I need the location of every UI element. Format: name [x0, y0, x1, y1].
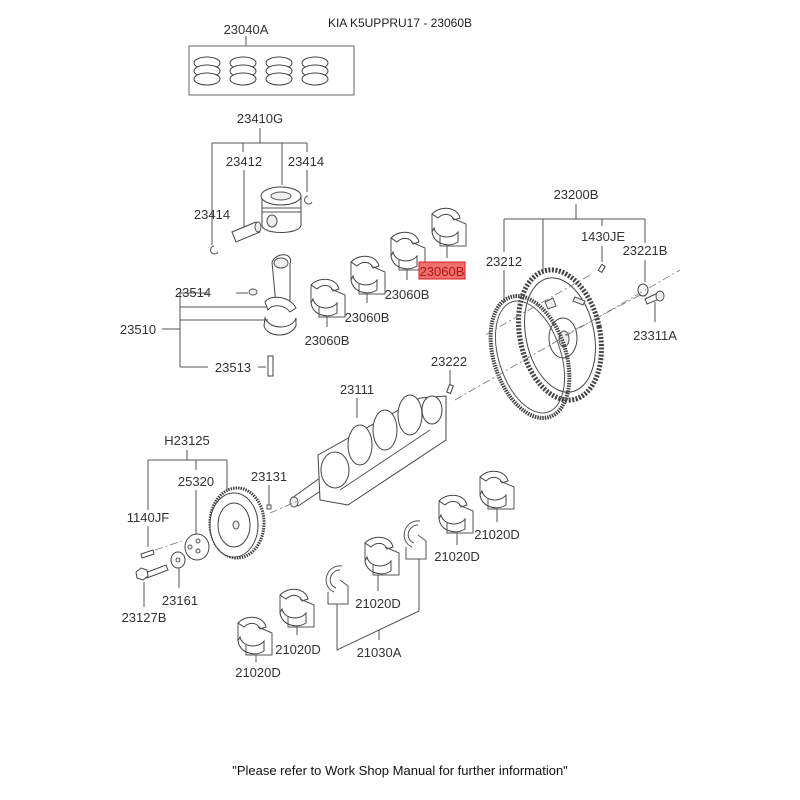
clip-right[interactable] [304, 195, 313, 205]
label-thrust-washer[interactable]: 21030A [357, 645, 402, 660]
dowel-pin[interactable] [597, 263, 606, 274]
damper-pulley[interactable] [208, 486, 266, 560]
label-flywheel-washer[interactable]: 23221B [623, 243, 668, 258]
pulley-bolt[interactable] [135, 564, 169, 581]
piston[interactable] [260, 186, 302, 233]
clip-left[interactable] [210, 245, 219, 255]
label-rod-nut[interactable]: 23514 [175, 285, 211, 300]
rod-nut[interactable] [248, 288, 258, 296]
label-clip-left[interactable]: 23414 [194, 207, 230, 222]
flywheel-bolt[interactable] [644, 290, 665, 305]
highlighted-part-label[interactable]: 23060B [418, 261, 466, 280]
damper-hub[interactable] [184, 533, 210, 561]
label-main-bearing-5[interactable]: 21020D [474, 527, 520, 542]
label-rod-assy[interactable]: 23510 [120, 322, 156, 337]
label-ring-gear[interactable]: 23212 [486, 254, 522, 269]
label-piston-pin[interactable]: 23412 [226, 154, 262, 169]
label-main-bearing-2[interactable]: 21020D [275, 642, 321, 657]
rod-bolt[interactable] [267, 355, 274, 377]
label-rod-bearing-4[interactable]: 23060B [420, 264, 465, 279]
label-flywheel-assy[interactable]: 23200B [554, 187, 599, 202]
flywheel-washer[interactable] [637, 283, 649, 297]
damper-bolt[interactable] [140, 549, 155, 559]
main-bearing-1[interactable] [237, 616, 273, 656]
main-bearing-3[interactable] [364, 536, 400, 576]
diagram-title: KIA K5UPPRU17 - 23060B [327, 16, 473, 30]
label-piston-assy[interactable]: 23410G [237, 111, 283, 126]
main-bearing-5[interactable] [479, 470, 515, 510]
label-damper-bolt[interactable]: 1140JF [127, 510, 169, 525]
label-rod-bolt[interactable]: 23513 [215, 360, 251, 375]
rod-bearing-4[interactable] [431, 207, 467, 247]
label-main-bearing-3[interactable]: 21020D [355, 596, 401, 611]
label-damper-assy[interactable]: H23125 [164, 433, 210, 448]
label-damper-hub[interactable]: 25320 [178, 474, 214, 489]
label-rod-bearing-1[interactable]: 23060B [305, 333, 350, 348]
main-bearing-4[interactable] [438, 494, 474, 534]
label-crank-pin[interactable]: 23222 [431, 354, 467, 369]
label-rod-bearing-2[interactable]: 23060B [345, 310, 390, 325]
thrust-washer-1[interactable] [325, 565, 349, 605]
piston-ring-set[interactable] [188, 36, 355, 96]
label-ring-set[interactable]: 23040A [224, 22, 269, 37]
label-crankshaft[interactable]: 23111 [340, 382, 374, 397]
crankshaft[interactable] [289, 394, 447, 508]
label-rod-bearing-3[interactable]: 23060B [385, 287, 430, 302]
piston-pin[interactable] [231, 221, 262, 243]
label-dowel-pin[interactable]: 1430JE [581, 229, 625, 244]
connecting-rod[interactable] [263, 254, 297, 336]
label-clip-right[interactable]: 23414 [288, 154, 324, 169]
label-main-bearing-4[interactable]: 21020D [434, 549, 480, 564]
thrust-washer-2[interactable] [403, 520, 427, 560]
crank-pin[interactable] [446, 383, 454, 395]
label-washer[interactable]: 23161 [162, 593, 198, 608]
key[interactable] [266, 504, 272, 510]
rod-bearing-1[interactable] [310, 278, 346, 318]
label-flywheel-bolt[interactable]: 23311A [633, 328, 677, 343]
label-key[interactable]: 23131 [251, 469, 287, 484]
rod-bearing-2[interactable] [350, 255, 386, 295]
main-bearing-2[interactable] [279, 588, 315, 628]
footer-note: "Please refer to Work Shop Manual for fu… [232, 763, 568, 778]
ring-gear[interactable] [476, 286, 583, 428]
label-main-bearing-1[interactable]: 21020D [235, 665, 281, 680]
flywheel[interactable] [507, 262, 613, 408]
label-pulley-bolt[interactable]: 23127B [122, 610, 167, 625]
